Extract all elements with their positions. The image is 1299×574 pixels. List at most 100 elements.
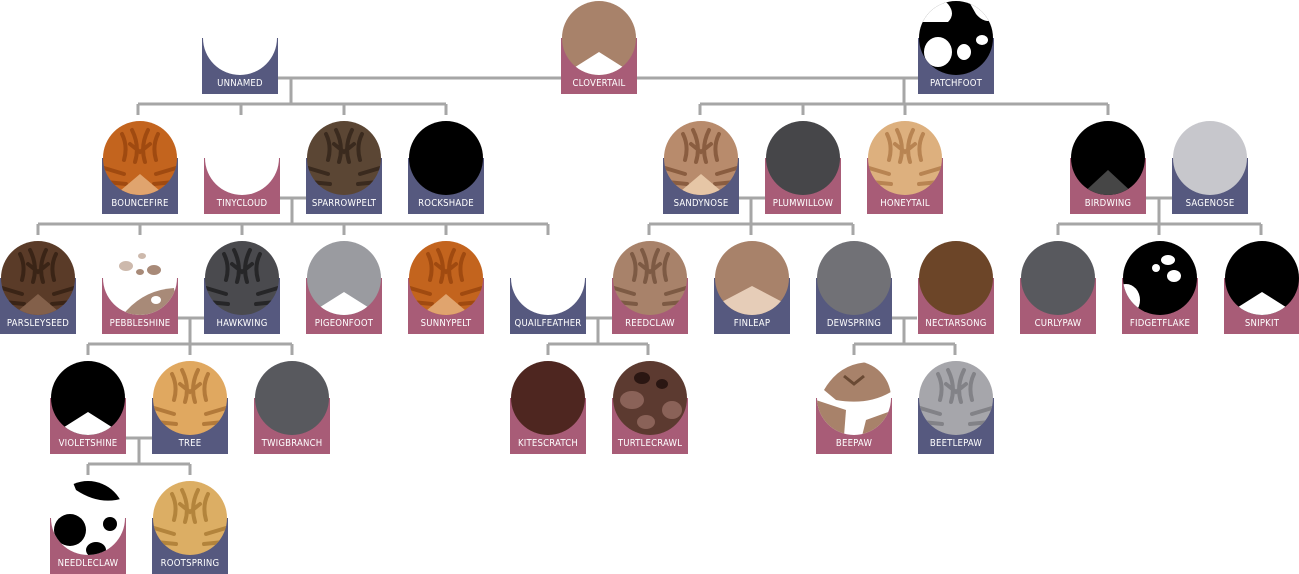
- cat-node-finleap: FINLEAP: [714, 240, 790, 334]
- cat-name-label: TINYCLOUD: [216, 198, 268, 209]
- cat-portrait-icon: [715, 241, 789, 315]
- cat-name-label: HAWKWING: [216, 318, 268, 329]
- cat-name-label: SUNNYPELT: [420, 318, 472, 329]
- cat-portrait-icon: [51, 481, 125, 555]
- cat-portrait-icon: [307, 121, 381, 195]
- cat-node-violetshine: VIOLETSHINE: [50, 360, 126, 454]
- cat-name-label: REEDCLAW: [625, 318, 675, 329]
- cat-portrait-icon: [255, 361, 329, 435]
- cat-node-turtlecrawl: TURTLECRAWL: [612, 360, 688, 454]
- cat-name-label: BOUNCEFIRE: [111, 198, 169, 209]
- cat-portrait-icon: [817, 361, 891, 435]
- cat-node-clovertail: CLOVERTAIL: [561, 0, 637, 94]
- cat-name-label: DEWSPRING: [826, 318, 882, 329]
- cat-portrait-icon: [919, 1, 993, 75]
- cat-node-quailfeather: QUAILFEATHER: [510, 240, 586, 334]
- cat-node-bouncefire: BOUNCEFIRE: [102, 120, 178, 214]
- cat-node-sparrowpelt: SPARROWPELT: [306, 120, 382, 214]
- cat-node-nectarsong: NECTARSONG: [918, 240, 994, 334]
- cat-portrait-icon: [1225, 241, 1299, 315]
- cat-node-fidgetflake: FIDGETFLAKE: [1122, 240, 1198, 334]
- cat-name-label: CURLYPAW: [1034, 318, 1082, 329]
- cat-name-label: QUAILFEATHER: [514, 318, 582, 329]
- cat-name-label: HONEYTAIL: [880, 198, 930, 209]
- cat-portrait-icon: [409, 121, 483, 195]
- cat-portrait-icon: [409, 241, 483, 315]
- cat-name-label: BIRDWING: [1084, 198, 1132, 209]
- cat-portrait-icon: [613, 361, 687, 435]
- cat-name-label: FIDGETFLAKE: [1129, 318, 1191, 329]
- cat-name-label: VIOLETSHINE: [58, 438, 118, 449]
- cat-portrait-icon: [1173, 121, 1247, 195]
- cat-node-pigeonfoot: PIGEONFOOT: [306, 240, 382, 334]
- cat-portrait-icon: [205, 121, 279, 195]
- cat-name-label: ROOTSPRING: [160, 558, 220, 569]
- cat-portrait-icon: [562, 1, 636, 75]
- cat-name-label: NEEDLECLAW: [57, 558, 119, 569]
- cat-node-curlypaw: CURLYPAW: [1020, 240, 1096, 334]
- cat-node-needleclaw: NEEDLECLAW: [50, 480, 126, 574]
- cat-portrait-icon: [664, 121, 738, 195]
- cat-node-beetlepaw: BEETLEPAW: [918, 360, 994, 454]
- cat-node-pebbleshine: PEBBLESHINE: [102, 240, 178, 334]
- cat-name-label: NECTARSONG: [925, 318, 987, 329]
- cat-node-tinycloud: TINYCLOUD: [204, 120, 280, 214]
- cat-node-twigbranch: TWIGBRANCH: [254, 360, 330, 454]
- cat-name-label: BEETLEPAW: [929, 438, 983, 449]
- cat-name-label: TREE: [178, 438, 202, 449]
- cat-name-label: TWIGBRANCH: [261, 438, 323, 449]
- cat-portrait-icon: [868, 121, 942, 195]
- cat-node-reedclaw: REEDCLAW: [612, 240, 688, 334]
- cat-portrait-icon: [203, 1, 277, 75]
- cat-portrait-icon: [1123, 241, 1197, 315]
- cat-portrait-icon: [307, 241, 381, 315]
- cat-node-snipkit: SNIPKIT: [1224, 240, 1299, 334]
- cat-name-label: PEBBLESHINE: [109, 318, 171, 329]
- cat-node-sunnypelt: SUNNYPELT: [408, 240, 484, 334]
- cat-name-label: SNIPKIT: [1244, 318, 1280, 329]
- cat-portrait-icon: [919, 361, 993, 435]
- cat-name-label: BEEPAW: [835, 438, 873, 449]
- cat-name-label: SAGENOSE: [1185, 198, 1235, 209]
- cat-portrait-icon: [103, 241, 177, 315]
- cat-node-dewspring: DEWSPRING: [816, 240, 892, 334]
- cat-node-rootspring: ROOTSPRING: [152, 480, 228, 574]
- cat-name-label: PARSLEYSEED: [6, 318, 70, 329]
- cat-node-patchfoot: PATCHFOOT: [918, 0, 994, 94]
- cat-node-birdwing: BIRDWING: [1070, 120, 1146, 214]
- cat-node-unnamed: UNNAMED: [202, 0, 278, 94]
- cat-name-label: ROCKSHADE: [418, 198, 474, 209]
- cat-name-label: PLUMWILLOW: [772, 198, 834, 209]
- cat-portrait-icon: [511, 241, 585, 315]
- cat-node-kitescratch: KITESCRATCH: [510, 360, 586, 454]
- cat-node-beepaw: BEEPAW: [816, 360, 892, 454]
- cat-name-label: PATCHFOOT: [929, 78, 983, 89]
- cat-portrait-icon: [919, 241, 993, 315]
- cat-name-label: CLOVERTAIL: [572, 78, 626, 89]
- cat-name-label: SANDYNOSE: [673, 198, 729, 209]
- cat-portrait-icon: [1021, 241, 1095, 315]
- cat-name-label: PIGEONFOOT: [314, 318, 374, 329]
- cat-portrait-icon: [153, 361, 227, 435]
- cat-node-sagenose: SAGENOSE: [1172, 120, 1248, 214]
- cat-portrait-icon: [511, 361, 585, 435]
- cat-portrait-icon: [1, 241, 75, 315]
- cat-node-hawkwing: HAWKWING: [204, 240, 280, 334]
- cat-name-label: UNNAMED: [217, 78, 263, 89]
- cat-name-label: TURTLECRAWL: [617, 438, 683, 449]
- cat-portrait-icon: [51, 361, 125, 435]
- cat-portrait-icon: [205, 241, 279, 315]
- cat-node-sandynose: SANDYNOSE: [663, 120, 739, 214]
- cat-portrait-icon: [103, 121, 177, 195]
- cat-node-honeytail: HONEYTAIL: [867, 120, 943, 214]
- cat-node-plumwillow: PLUMWILLOW: [765, 120, 841, 214]
- cat-portrait-icon: [153, 481, 227, 555]
- cat-node-parsleyseed: PARSLEYSEED: [0, 240, 76, 334]
- cat-portrait-icon: [766, 121, 840, 195]
- cat-portrait-icon: [817, 241, 891, 315]
- cat-name-label: SPARROWPELT: [311, 198, 377, 209]
- cat-name-label: FINLEAP: [733, 318, 771, 329]
- cat-node-tree: TREE: [152, 360, 228, 454]
